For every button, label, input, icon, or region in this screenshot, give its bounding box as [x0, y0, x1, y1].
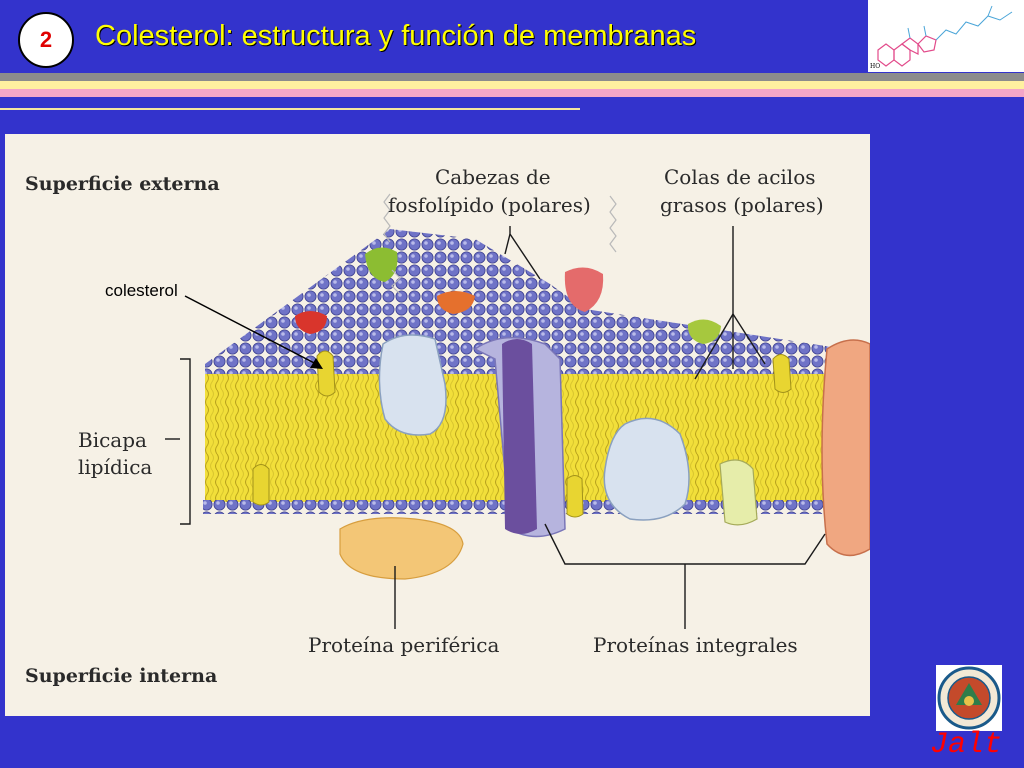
title-underline [0, 108, 580, 110]
cholesterol-molecule-3 [566, 475, 584, 518]
label-cholesterol: colesterol [105, 281, 178, 300]
slide-title: Colesterol: estructura y función de memb… [95, 20, 697, 52]
cholesterol-molecule-4 [772, 354, 792, 393]
integral-protein-right [821, 339, 870, 557]
university-logo [936, 665, 1002, 731]
integral-protein-small [719, 459, 758, 526]
surface-protein-green-2 [687, 319, 721, 344]
label-integral: Proteínas integrales [593, 633, 798, 657]
label-inner-surface: Superficie interna [25, 665, 217, 687]
label-bilayer-line2: lipídica [78, 455, 152, 479]
cholesterol-molecule-2 [252, 464, 270, 506]
hydroxyl-label: HO [870, 63, 880, 70]
leader-lines [165, 226, 826, 629]
label-bilayer-line1: Bicapa [78, 428, 147, 452]
integral-protein-channel [473, 336, 566, 538]
cholesterol-arrowhead [310, 358, 323, 369]
outer-head-surface [205, 229, 845, 379]
surface-protein-red [564, 267, 604, 312]
cholesterol-structure-thumbnail: HO [868, 0, 1024, 72]
membrane-illustration: Superficie externa Superficie interna Ca… [25, 165, 870, 687]
cholesterol-arrow [184, 295, 321, 367]
peripheral-protein [339, 517, 464, 580]
header-stripes [0, 73, 1024, 99]
university-seal-image [937, 666, 1001, 730]
surface-protein-orange [437, 291, 475, 314]
label-heads-line1: Cabezas de [435, 165, 551, 189]
slide-header: 2 Colesterol: estructura y función de me… [0, 0, 1024, 75]
surface-protein-red-2 [295, 311, 327, 334]
label-tails-line1: Colas de acilos [664, 165, 816, 189]
cholesterol-molecule-image: HO [870, 5, 1013, 70]
slide-number-badge: 2 [18, 12, 74, 68]
integral-protein-lower [603, 417, 690, 521]
label-peripheral: Proteína periférica [308, 633, 499, 657]
surface-protein-green [365, 247, 398, 282]
carbohydrate-chains [383, 193, 617, 295]
membrane-diagram: Superficie externa Superficie interna Ca… [5, 134, 870, 716]
integral-protein-upper [378, 334, 447, 436]
label-tails-line2: grasos (polares) [660, 193, 824, 217]
label-outer-surface: Superficie externa [25, 173, 220, 195]
slide-number: 2 [39, 27, 53, 52]
author-signature: Jalt [930, 728, 1003, 762]
cholesterol-molecule [316, 350, 336, 397]
label-heads-line2: fosfolípido (polares) [388, 193, 591, 217]
